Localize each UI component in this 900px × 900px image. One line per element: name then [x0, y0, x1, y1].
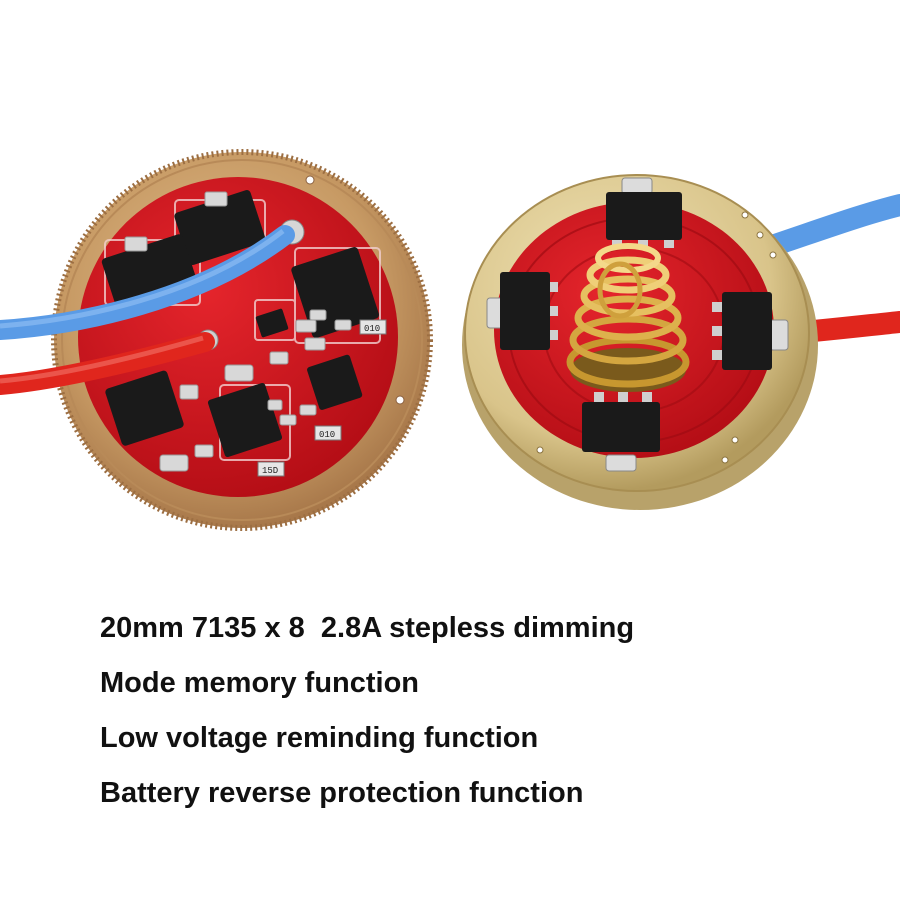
left-red-wire	[0, 332, 215, 395]
right-blue-wire	[749, 194, 900, 261]
right-driver-board	[462, 174, 900, 510]
marking-label: 010	[364, 324, 380, 334]
right-chip-left	[500, 272, 550, 350]
feature-list: 20mm 7135 x 8 2.8A stepless dimming Mode…	[100, 605, 880, 825]
marking-label: 15D	[262, 466, 278, 476]
left-chip-top-a	[174, 190, 266, 265]
left-driver-board: 010 010 15D	[0, 149, 433, 531]
battery-spring	[566, 243, 690, 392]
left-chip-center	[207, 382, 283, 458]
right-red-pcb	[494, 202, 774, 458]
left-chip-small	[307, 354, 363, 410]
right-chip-bottom	[582, 402, 660, 452]
feature-line-low-voltage: Low voltage reminding function	[100, 722, 539, 754]
right-chip-top	[606, 192, 682, 240]
left-blue-wire	[0, 225, 295, 340]
feature-line-reverse-protection: Battery reverse protection function	[100, 777, 584, 809]
marking-label: 010	[319, 430, 335, 440]
feature-line-spec: 20mm 7135 x 8 2.8A stepless dimming	[100, 612, 635, 644]
right-chip-right	[722, 292, 772, 370]
product-photo: 010 010 15D	[0, 149, 900, 531]
left-chip-bottom-left	[105, 370, 184, 446]
feature-line-memory: Mode memory function	[100, 667, 420, 699]
